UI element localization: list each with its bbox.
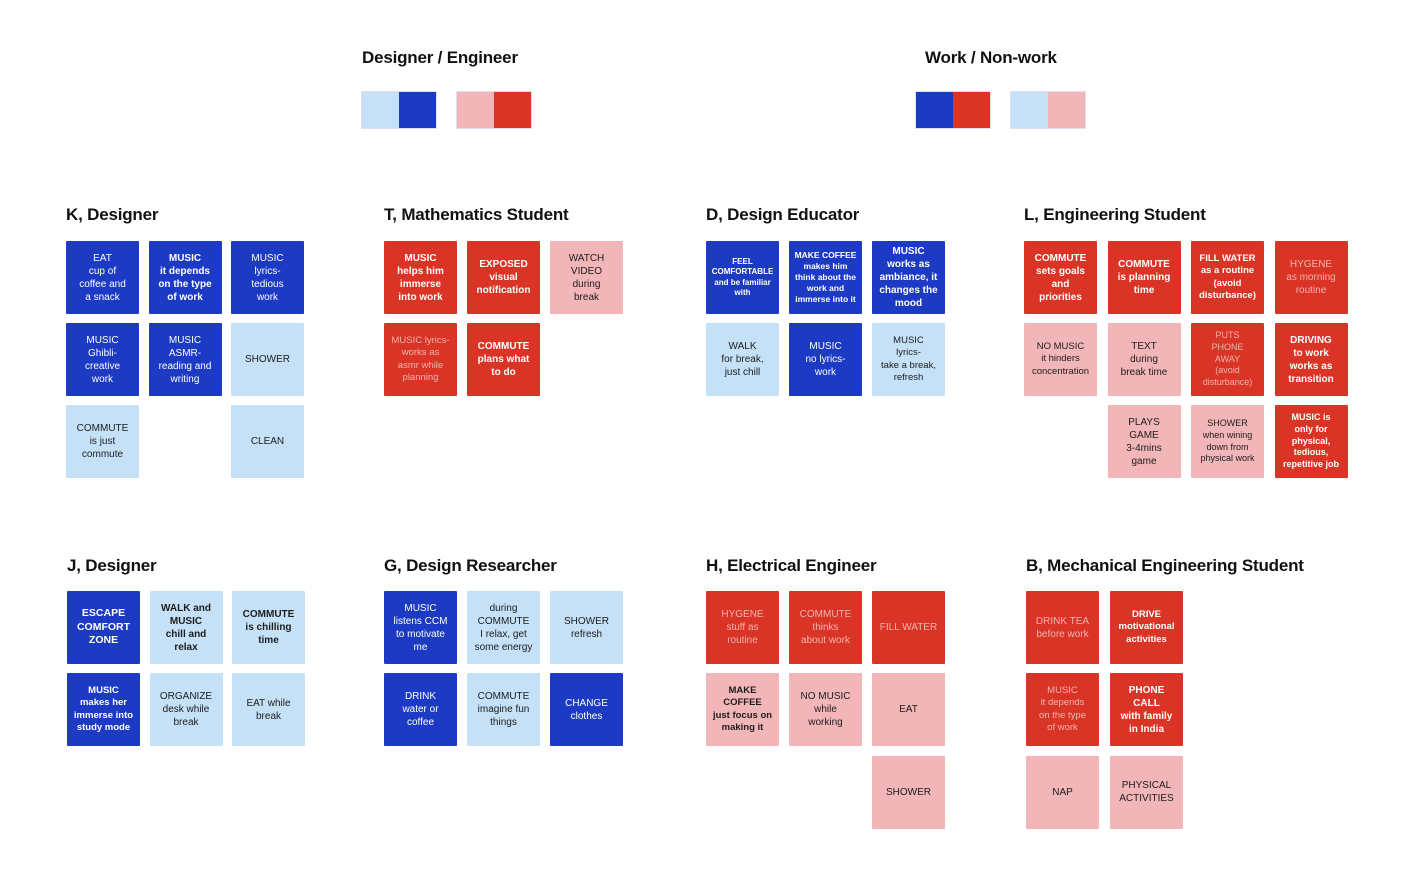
swatch-dark-blue[interactable]	[916, 92, 953, 128]
sticky-note[interactable]: WALK for break, just chill	[706, 323, 779, 396]
legend-title-designer-engineer[interactable]: Designer / Engineer	[362, 48, 518, 67]
sticky-note[interactable]: MUSIC ASMR- reading and writing	[148, 323, 222, 396]
sticky-note[interactable]: FILL WATER	[872, 591, 945, 664]
sticky-note[interactable]: MUSIC lyrics- take a break, refresh	[872, 323, 945, 396]
sticky-note[interactable]: TEXT during break time	[1107, 323, 1181, 396]
sticky-note[interactable]: PHONE CALL with family in India	[1110, 673, 1183, 746]
legend-pair-engineer[interactable]	[456, 91, 532, 129]
sticky-note[interactable]: DRINK water or coffee	[384, 673, 457, 746]
sticky-note[interactable]: SHOWER	[872, 755, 945, 829]
sticky-note[interactable]: PUTS PHONE AWAY (avoid disturbance)	[1191, 323, 1264, 396]
swatch-pink[interactable]	[457, 92, 494, 128]
sticky-note[interactable]: EAT	[872, 673, 945, 746]
sticky-note[interactable]: during COMMUTE I relax, get some energy	[467, 591, 540, 664]
sticky-note[interactable]: MUSIC lyrics- tedious work	[231, 241, 304, 314]
sticky-note[interactable]: COMMUTE thinks about work	[789, 591, 862, 664]
sticky-note[interactable]: SHOWER refresh	[550, 591, 623, 664]
sticky-note[interactable]: COMMUTE is chilling time	[232, 591, 305, 664]
group-title-H[interactable]: H, Electrical Engineer	[706, 556, 877, 575]
sticky-note[interactable]: MUSIC works as ambiance, it changes the …	[872, 241, 945, 314]
sticky-note[interactable]: DRINK TEA before work	[1026, 591, 1099, 664]
sticky-note[interactable]: NAP	[1026, 755, 1099, 829]
sticky-note[interactable]: COMMUTE plans what to do	[467, 323, 540, 396]
sticky-note[interactable]: COMMUTE imagine fun things	[467, 673, 540, 746]
sticky-note[interactable]: EXPOSED visual notification	[467, 241, 540, 314]
sticky-note[interactable]: MUSIC it depends on the type of work	[1026, 673, 1099, 746]
group-title-T[interactable]: T, Mathematics Student	[384, 205, 569, 224]
group-title-L[interactable]: L, Engineering Student	[1024, 205, 1206, 224]
sticky-note[interactable]: FEEL COMFORTABLE and be familiar with	[706, 241, 779, 314]
legend-title-work-nonwork[interactable]: Work / Non-work	[925, 48, 1057, 67]
sticky-note[interactable]: ORGANIZE desk while break	[149, 673, 223, 746]
sticky-note[interactable]: NO MUSIC it hinders concentration	[1024, 323, 1097, 396]
sticky-note[interactable]: PHYSICAL ACTIVITIES	[1110, 755, 1183, 829]
sticky-note[interactable]: WALK and MUSIC chill and relax	[149, 591, 223, 664]
group-title-G[interactable]: G, Design Researcher	[384, 556, 557, 575]
sticky-note[interactable]: DRIVE motivational activities	[1110, 591, 1183, 664]
group-title-J[interactable]: J, Designer	[67, 556, 157, 575]
sticky-note[interactable]: CLEAN	[231, 405, 304, 478]
sticky-note[interactable]: MUSIC no lyrics- work	[789, 323, 862, 396]
sticky-note[interactable]: MUSIC is only for physical, tedious, rep…	[1274, 405, 1348, 478]
sticky-note[interactable]: ESCAPE COMFORT ZONE	[67, 591, 140, 664]
sticky-note[interactable]: SHOWER when wining down from physical wo…	[1191, 405, 1264, 478]
swatch-red[interactable]	[953, 92, 990, 128]
swatch-dark-blue[interactable]	[399, 92, 436, 128]
swatch-light-blue[interactable]	[362, 92, 399, 128]
sticky-note[interactable]: HYGENE stuff as routine	[706, 591, 779, 664]
sticky-note[interactable]: WATCH VIDEO during break	[550, 241, 623, 314]
sticky-note[interactable]: COMMUTE is planning time	[1107, 241, 1181, 314]
group-title-D[interactable]: D, Design Educator	[706, 205, 860, 224]
sticky-note[interactable]: MUSIC listens CCM to motivate me	[384, 591, 457, 664]
sticky-note[interactable]: MUSIC Ghibli- creative work	[66, 323, 139, 396]
sticky-note[interactable]: COMMUTE is just commute	[66, 405, 139, 478]
swatch-light-blue[interactable]	[1011, 92, 1048, 128]
sticky-note[interactable]: SHOWER	[231, 323, 304, 396]
group-title-B[interactable]: B, Mechanical Engineering Student	[1026, 556, 1304, 575]
sticky-note[interactable]: MUSIC helps him immerse into work	[384, 241, 457, 314]
sticky-note[interactable]: NO MUSIC while working	[789, 673, 862, 746]
legend-pair-work[interactable]	[915, 91, 991, 129]
sticky-note[interactable]: CHANGE clothes	[550, 673, 623, 746]
sticky-note[interactable]: EAT cup of coffee and a snack	[66, 241, 139, 314]
sticky-note[interactable]: MUSIC makes her immerse into study mode	[67, 673, 140, 746]
legend-pair-nonwork[interactable]	[1010, 91, 1086, 129]
sticky-note[interactable]: DRIVING to work works as transition	[1274, 323, 1348, 396]
sticky-note[interactable]: MUSIC it depends on the type of work	[148, 241, 222, 314]
sticky-note[interactable]: MAKE COFFEE makes him think about the wo…	[789, 241, 862, 314]
sticky-note[interactable]: FILL WATER as a routine (avoid disturban…	[1191, 241, 1264, 314]
sticky-note[interactable]: COMMUTE sets goals and priorities	[1024, 241, 1097, 314]
sticky-note[interactable]: MUSIC lyrics- works as asmr while planni…	[384, 323, 457, 396]
group-title-K[interactable]: K, Designer	[66, 205, 159, 224]
sticky-note[interactable]: MAKE COFFEE just focus on making it	[706, 673, 779, 746]
sticky-note[interactable]: PLAYS GAME 3-4mins game	[1107, 405, 1181, 478]
legend-pair-designer[interactable]	[361, 91, 437, 129]
sticky-note[interactable]: HYGENE as morning routine	[1274, 241, 1348, 314]
swatch-red[interactable]	[494, 92, 531, 128]
swatch-pink[interactable]	[1048, 92, 1085, 128]
sticky-note[interactable]: EAT while break	[232, 673, 305, 746]
